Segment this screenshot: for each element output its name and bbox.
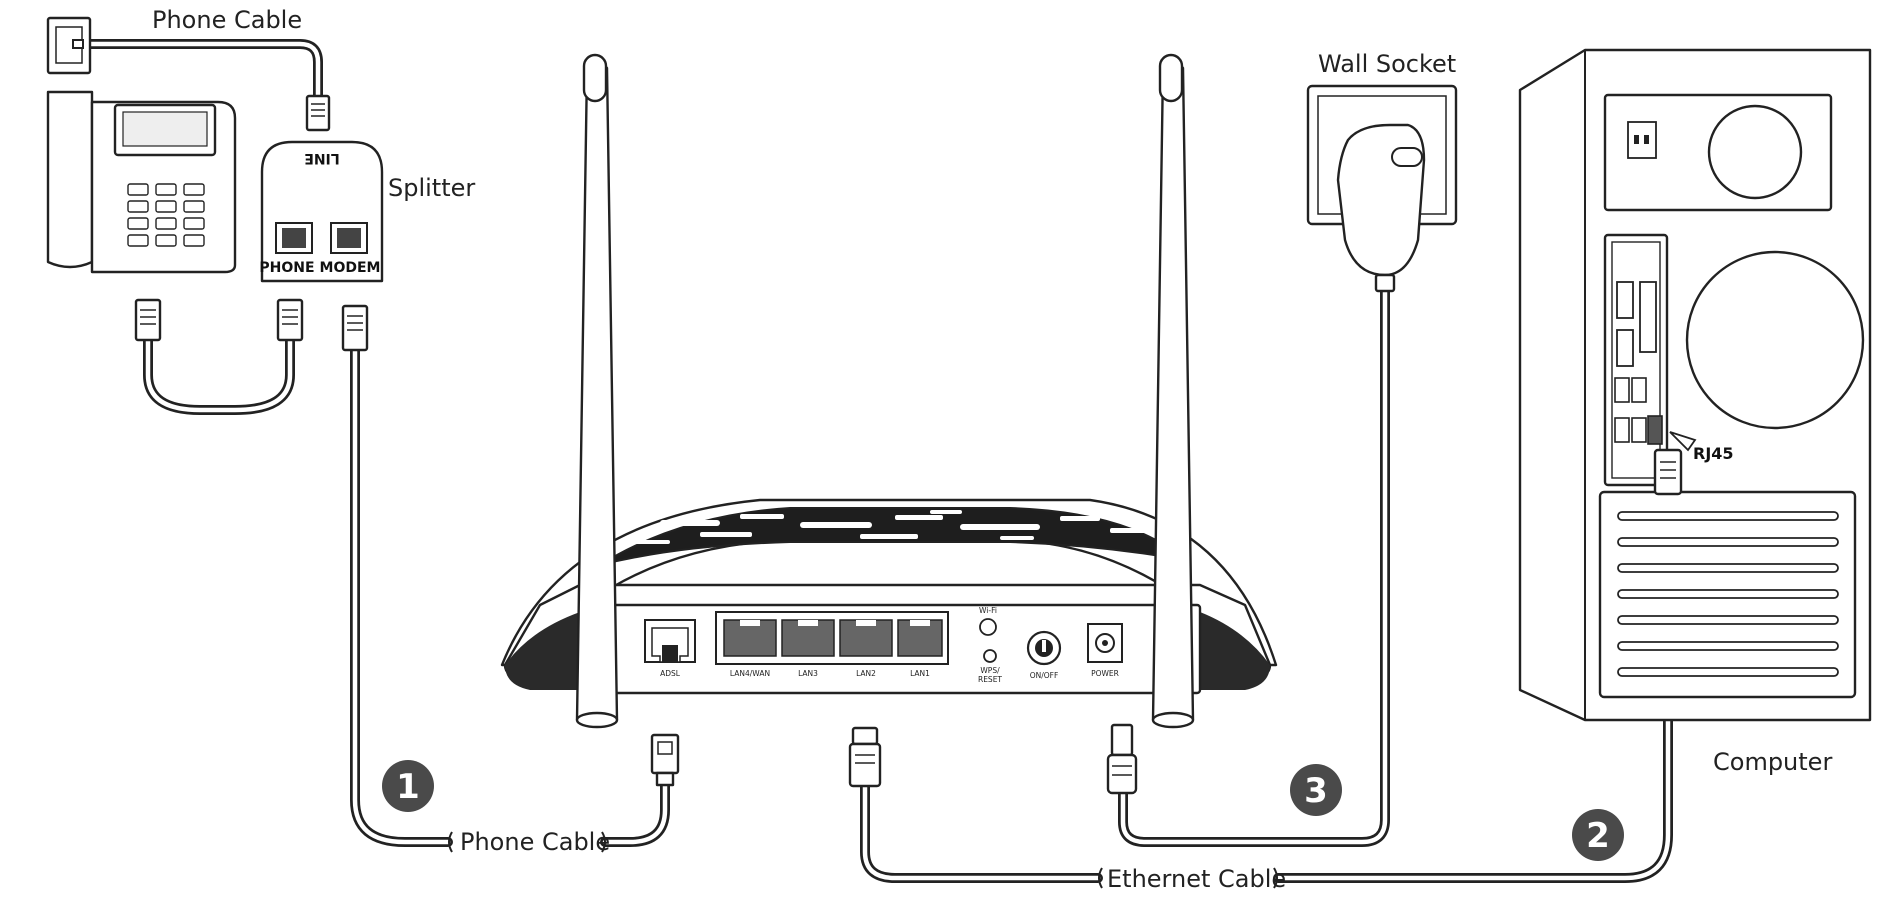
phone-wall-cable bbox=[75, 39, 323, 103]
computer-label: Computer bbox=[1713, 748, 1832, 776]
step-badge-3: 3 bbox=[1290, 764, 1342, 816]
step-3-number: 3 bbox=[1304, 771, 1328, 811]
splitter: LINE PHONE MODEM bbox=[259, 140, 384, 283]
phone-plug-splitter bbox=[276, 298, 304, 342]
step-1-number: 1 bbox=[396, 767, 420, 807]
port-lan1-label: LAN1 bbox=[910, 669, 930, 678]
port-adsl-label: ADSL bbox=[660, 669, 681, 678]
step-badge-1: 1 bbox=[382, 760, 434, 812]
phone-plug-left bbox=[134, 298, 162, 342]
ethernet-cable-label: Ethernet Cable bbox=[1107, 865, 1286, 893]
wifi-label: Wi-Fi bbox=[979, 606, 997, 615]
phone-cable-to-router bbox=[350, 345, 670, 847]
power-cable bbox=[1118, 285, 1390, 847]
port-lan2-label: LAN2 bbox=[856, 669, 876, 678]
adsl-plug bbox=[650, 733, 680, 787]
step-2-number: 2 bbox=[1586, 816, 1610, 856]
ethernet-plug-router bbox=[848, 726, 882, 788]
splitter-modem-label: MODEM bbox=[320, 260, 381, 276]
phone-cable-bottom-brace bbox=[448, 831, 606, 853]
splitter-label: Splitter bbox=[388, 174, 475, 202]
computer-tower bbox=[1518, 48, 1872, 722]
onoff-label: ON/OFF bbox=[1030, 671, 1059, 680]
reset-label: RESET bbox=[978, 675, 1002, 684]
telephone bbox=[46, 90, 237, 274]
line-plug bbox=[305, 94, 331, 132]
phone-cable-bottom-label: Phone Cable bbox=[460, 828, 610, 856]
wps-label: WPS/ bbox=[980, 666, 1000, 675]
antenna-left bbox=[575, 53, 619, 729]
port-lan4-label: LAN4/WAN bbox=[730, 669, 770, 678]
rj45-label: RJ45 bbox=[1693, 444, 1734, 463]
wall-socket-label: Wall Socket bbox=[1318, 50, 1456, 78]
phone-wall-jack bbox=[46, 16, 92, 75]
port-lan3-label: LAN3 bbox=[798, 669, 818, 678]
power-plug-router bbox=[1106, 723, 1138, 795]
rj45-pointer bbox=[1669, 431, 1697, 452]
router: ADSL LAN4/WAN LAN3 LAN2 LAN1 Wi-Fi WPS/ … bbox=[500, 498, 1278, 695]
splitter-phone-label: PHONE bbox=[259, 260, 314, 276]
ethernet-plug-computer bbox=[1653, 448, 1683, 496]
ethernet-cable-brace bbox=[1098, 867, 1278, 889]
antenna-right bbox=[1151, 53, 1195, 729]
splitter-line-label: LINE bbox=[304, 150, 339, 166]
modem-plug bbox=[341, 304, 369, 352]
power-port-label: POWER bbox=[1091, 669, 1119, 678]
wall-socket bbox=[1306, 84, 1458, 293]
ethernet-cable bbox=[860, 480, 1673, 883]
phone-cable-top-label: Phone Cable bbox=[152, 6, 302, 34]
step-badge-2: 2 bbox=[1572, 809, 1624, 861]
phone-to-splitter-cable bbox=[143, 335, 295, 415]
